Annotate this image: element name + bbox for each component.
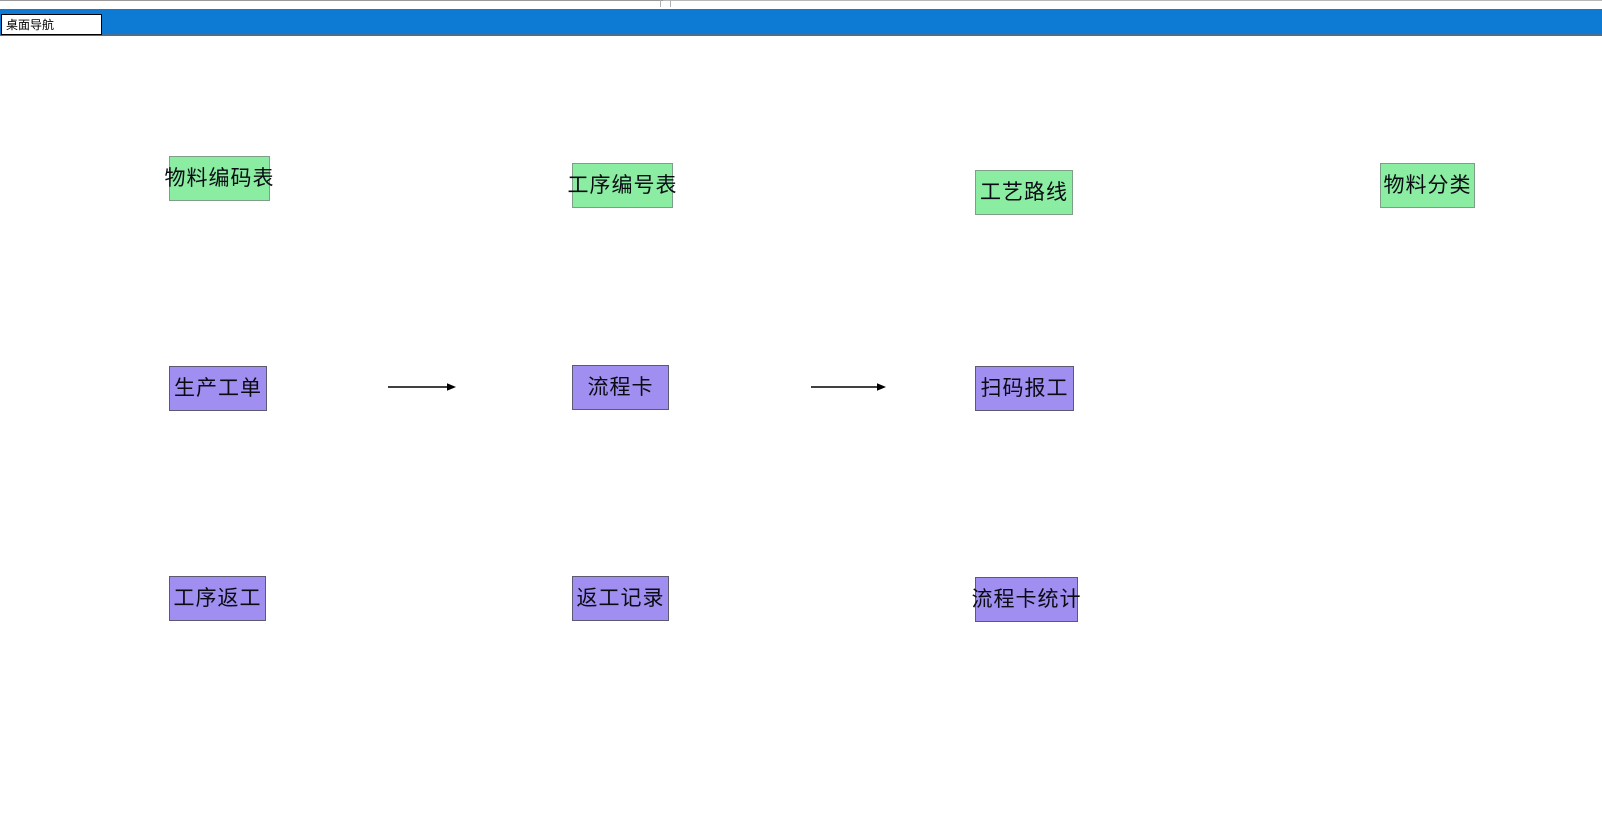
node-process-card-statistics[interactable]: 流程卡统计 <box>972 577 1081 622</box>
window-top-hairline <box>0 0 1602 1</box>
node-process-rework-label: 工序返工 <box>173 586 262 610</box>
window-top-hairline-left <box>0 0 663 1</box>
tab-desktop-navigation-label: 桌面导航 <box>6 17 55 32</box>
node-material-classification-label: 物料分类 <box>1383 173 1472 197</box>
node-production-work-order[interactable]: 生产工单 <box>169 366 267 411</box>
node-process-card[interactable]: 流程卡 <box>572 365 669 410</box>
node-material-code-table[interactable]: 物料编码表 <box>165 156 274 201</box>
node-material-code-table-label: 物料编码表 <box>164 166 275 190</box>
node-process-route-label: 工艺路线 <box>980 180 1068 204</box>
title-bar <box>0 9 1602 36</box>
node-scan-code-report-label: 扫码报工 <box>980 376 1069 400</box>
node-process-number-table[interactable]: 工序编号表 <box>568 163 677 208</box>
node-production-work-order-label: 生产工单 <box>174 376 262 400</box>
diagram-canvas: 物料编码表 工序编号表 工艺路线 物料分类生产工单 流程卡 扫码报工工序返工 返工记录 流程卡… <box>0 36 1602 834</box>
node-process-number-table-label: 工序编号表 <box>567 173 678 197</box>
window-top-notch <box>660 0 671 7</box>
node-rework-record[interactable]: 返工记录 <box>572 576 669 621</box>
node-process-card-statistics-label: 流程卡统计 <box>971 587 1082 611</box>
node-material-classification[interactable]: 物料分类 <box>1380 163 1475 208</box>
arrow-work-order-to-process-card <box>388 381 456 393</box>
node-process-rework[interactable]: 工序返工 <box>169 576 266 621</box>
arrow-process-card-to-scan-report <box>811 381 886 393</box>
tab-desktop-navigation[interactable]: 桌面导航 <box>1 14 102 35</box>
node-scan-code-report[interactable]: 扫码报工 <box>975 366 1074 411</box>
node-process-card-label: 流程卡 <box>587 375 654 399</box>
node-rework-record-label: 返工记录 <box>576 586 665 610</box>
node-process-route[interactable]: 工艺路线 <box>975 170 1073 215</box>
